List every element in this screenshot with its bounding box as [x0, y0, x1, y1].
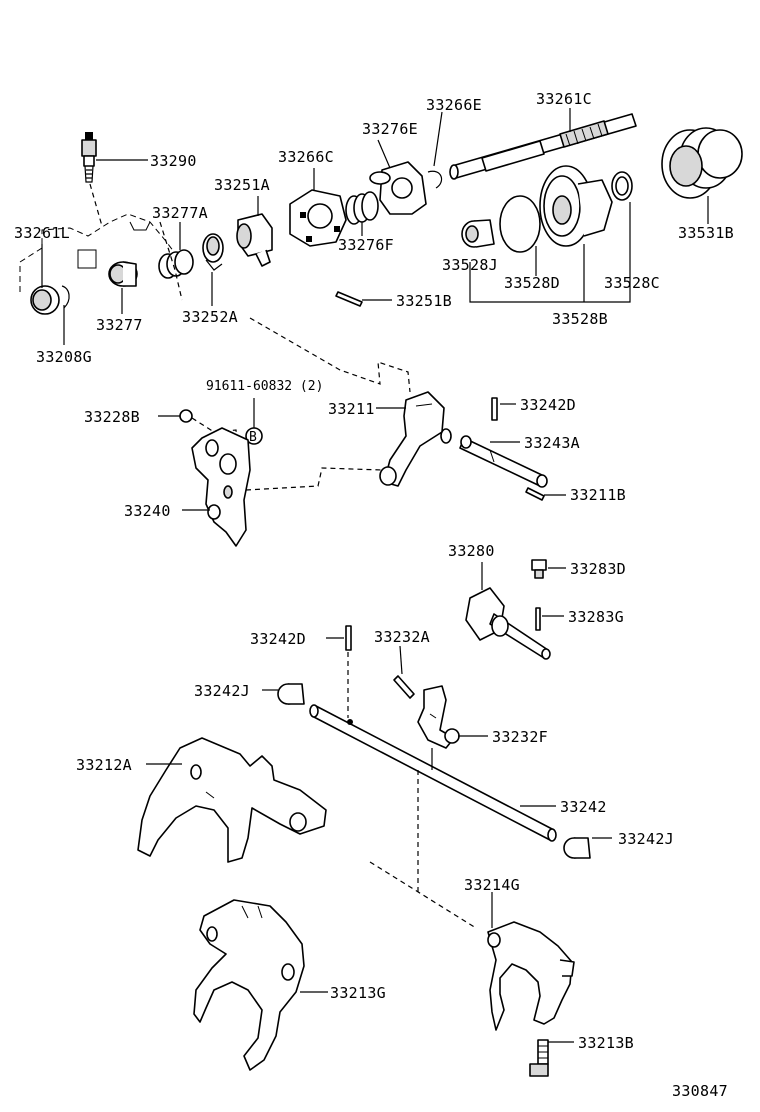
label-33213G: 33213G [330, 984, 386, 1002]
part-33213B-bolt [529, 1039, 549, 1077]
label-33251A: 33251A [214, 176, 270, 194]
label-33242D-mid: 33242D [250, 630, 306, 648]
part-33232A-pin [393, 675, 415, 699]
part-33283D-plug [531, 559, 547, 579]
leader-33232A [399, 645, 403, 675]
dashed-guide-33211 [249, 317, 411, 393]
label-33528B: 33528B [552, 310, 608, 328]
diagram-id: 330847 [672, 1082, 728, 1100]
label-33531B: 33531B [678, 224, 734, 242]
label-33211: 33211 [328, 400, 375, 418]
label-33242J-right: 33242J [618, 830, 674, 848]
part-33261C-shaft [449, 113, 637, 180]
part-33214G-shift-fork [487, 921, 575, 1031]
label-33242: 33242 [560, 798, 607, 816]
label-33232F: 33232F [492, 728, 548, 746]
part-33251A-inner-lever [236, 213, 273, 267]
label-33228B: 33228B [84, 408, 140, 426]
part-33242J-bushing-right [563, 837, 591, 859]
label-33242J-left: 33242J [194, 682, 250, 700]
part-33251B-pin [335, 291, 363, 307]
part-33531B-boot [661, 127, 743, 199]
part-33261L-plug [30, 285, 60, 315]
part-33283G-pin [535, 607, 541, 631]
label-33528C: 33528C [604, 274, 660, 292]
part-33528J-bushing [461, 219, 495, 248]
part-33211B-pin [525, 487, 545, 501]
part-33266C-cam [289, 189, 347, 247]
label-33283G: 33283G [568, 608, 624, 626]
part-33242-shift-shaft [309, 704, 557, 842]
label-33283D: 33283D [570, 560, 626, 578]
label-91611-60832: 91611-60832 (2) [206, 379, 323, 394]
label-33277: 33277 [96, 316, 143, 334]
label-33240: 33240 [124, 502, 171, 520]
bracket-33528-group [469, 202, 631, 303]
leader-33266E [433, 111, 443, 167]
dashed-guide-33290 [89, 183, 103, 227]
dashed-guide-33213G [369, 861, 477, 929]
label-33252A: 33252A [182, 308, 238, 326]
label-33232A: 33232A [374, 628, 430, 646]
part-33242J-bushing-left [277, 683, 305, 705]
label-33266E: 33266E [426, 96, 482, 114]
part-33252A-spring [202, 233, 224, 271]
part-33213G-shift-fork [193, 899, 305, 1071]
part-33232F-head [417, 685, 460, 749]
dashed-guide-33240 [245, 467, 383, 491]
label-33243A: 33243A [524, 434, 580, 452]
label-33528J: 33528J [442, 256, 498, 274]
part-33277-bushing [108, 261, 138, 287]
part-33242D-pin-mid [345, 625, 352, 651]
bolt-mark-B-label: B [249, 430, 257, 445]
part-33228B-cap [179, 409, 193, 423]
part-33276F-spring [345, 191, 379, 225]
part-33243A-shaft [459, 435, 548, 488]
label-33212A: 33212A [76, 756, 132, 774]
label-33277A: 33277A [152, 204, 208, 222]
transmission-case-outline [19, 213, 181, 292]
label-33251B: 33251B [396, 292, 452, 310]
part-33242D-pin-top [491, 397, 498, 421]
part-33528D-washer [499, 195, 541, 253]
part-33212A-shift-fork [137, 737, 327, 863]
label-33211B: 33211B [570, 486, 626, 504]
leader-33276E [377, 139, 391, 169]
part-33528C-ring [611, 171, 633, 201]
label-33280: 33280 [448, 542, 495, 560]
part-33211-shift-lever [379, 391, 452, 487]
part-33280-shaft-assembly [465, 587, 551, 660]
part-33266E-snap-ring [427, 170, 443, 189]
label-33261L: 33261L [14, 224, 70, 242]
label-33208G: 33208G [36, 348, 92, 366]
label-33214G: 33214G [464, 876, 520, 894]
part-33276E-plate [369, 161, 427, 215]
label-33276E: 33276E [362, 120, 418, 138]
label-33213B: 33213B [578, 1034, 634, 1052]
part-33290-switch [81, 132, 97, 183]
label-33261C: 33261C [536, 90, 592, 108]
label-33266C: 33266C [278, 148, 334, 166]
label-33276F: 33276F [338, 236, 394, 254]
label-33242D-top: 33242D [520, 396, 576, 414]
part-33528B-gear [539, 165, 613, 247]
label-33290: 33290 [150, 152, 197, 170]
part-33240-bracket [191, 427, 251, 547]
label-33528D: 33528D [504, 274, 560, 292]
part-33208G-ring [61, 285, 70, 309]
